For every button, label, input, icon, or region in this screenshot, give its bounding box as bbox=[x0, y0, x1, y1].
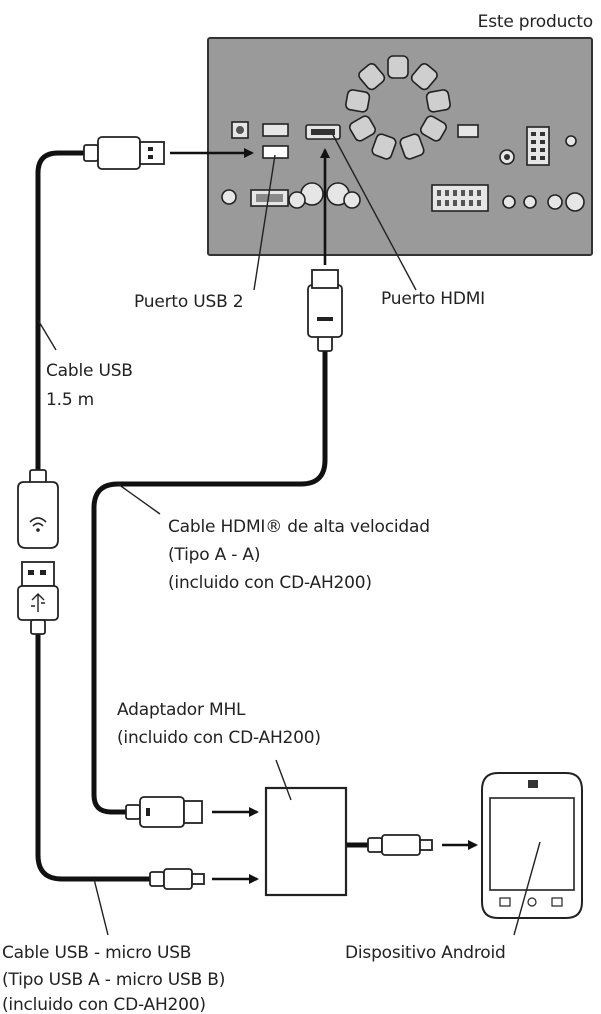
mhl-label-2: (incluido con CD-AH200) bbox=[117, 728, 321, 748]
usb-port-label: Puerto USB 2 bbox=[134, 292, 243, 312]
product-label: Este producto bbox=[478, 12, 593, 32]
android-device bbox=[481, 772, 583, 919]
hdmi-plug-bottom bbox=[125, 796, 203, 828]
product-back-panel bbox=[207, 37, 593, 256]
micro-cable-label-3: (incluido con CD-AH200) bbox=[2, 995, 206, 1014]
usb-receiver bbox=[17, 469, 59, 549]
mhl-label-1: Adaptador MHL bbox=[117, 700, 246, 720]
hdmi-cable bbox=[91, 347, 328, 815]
mhl-adapter bbox=[264, 786, 348, 897]
fan-vent bbox=[345, 55, 451, 160]
hdmi-port-label: Puerto HDMI bbox=[381, 289, 485, 309]
leader-lines bbox=[37, 134, 541, 936]
android-label: Dispositivo Android bbox=[345, 943, 506, 963]
hdmi-cable-label-2: (Tipo A - A) bbox=[168, 545, 260, 565]
hdmi-cable-label-3: (incluido con CD-AH200) bbox=[168, 573, 372, 593]
labels: Este producto Puerto USB 2 Puerto HDMI C… bbox=[2, 12, 593, 1014]
usb-cable-label-2: 1.5 m bbox=[46, 390, 94, 410]
usb-cable-label-1: Cable USB bbox=[46, 361, 133, 381]
usb-micro-cable bbox=[35, 617, 153, 882]
usb-cable bbox=[35, 150, 89, 478]
micro-usb-plug bbox=[149, 868, 205, 890]
adapter-micro-plug bbox=[367, 834, 433, 856]
usb-a-plug bbox=[83, 136, 165, 170]
usb-port-2 bbox=[262, 145, 289, 159]
hdmi-plug-top bbox=[307, 269, 343, 352]
micro-cable-label-2: (Tipo USB A - micro USB B) bbox=[2, 970, 225, 990]
micro-cable-label-1: Cable USB - micro USB bbox=[2, 943, 191, 963]
usb-a-plug-lower bbox=[17, 561, 59, 635]
hdmi-cable-label-1: Cable HDMI® de alta velocidad bbox=[168, 517, 430, 537]
usb-port-1 bbox=[262, 123, 289, 137]
